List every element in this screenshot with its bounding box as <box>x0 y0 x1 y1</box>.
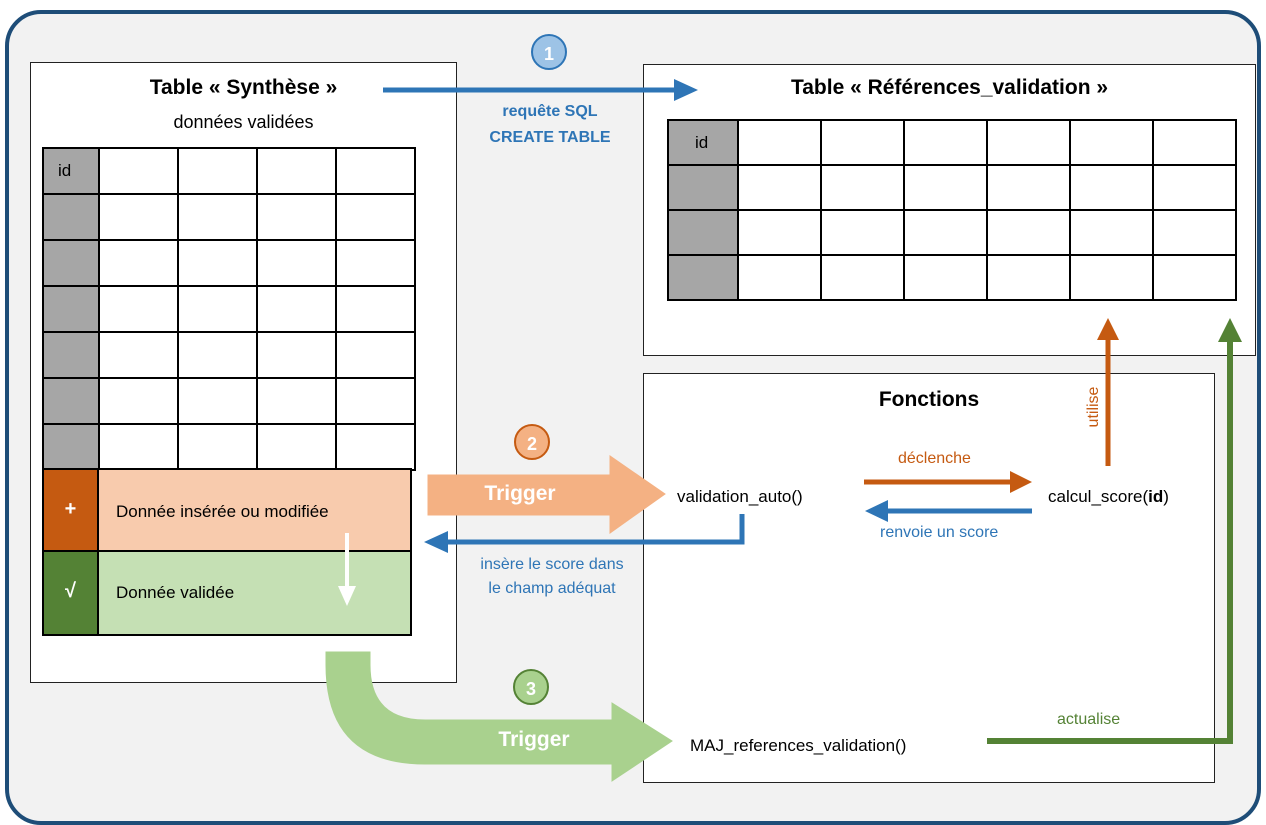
calcul-score-function: calcul_score(id) <box>1048 487 1169 506</box>
arrows-layer <box>325 79 1242 782</box>
insere-line1: insère le score dans <box>480 556 624 573</box>
actualise-arrow <box>987 318 1242 744</box>
declenche-arrow <box>864 471 1032 493</box>
trigger-arrow-3 <box>325 651 673 782</box>
validated-sign-cell <box>42 550 99 636</box>
plus-sign: + <box>64 498 77 520</box>
utilise-arrow <box>1097 318 1119 466</box>
create-table-line1: requête SQL <box>502 103 598 120</box>
step-1-badge: 1 <box>531 34 567 70</box>
renvoie-arrow <box>865 500 1032 522</box>
validation-auto-function: validation_auto() <box>677 487 803 506</box>
trigger-2-label: Trigger <box>484 482 556 505</box>
synthese-subtitle: données validées <box>173 112 314 132</box>
insere-label: insère le score dans le champ adéquat <box>452 553 652 601</box>
validation-down-arrow <box>338 533 356 606</box>
utilise-label: utilise <box>1085 386 1102 428</box>
inserted-row <box>42 468 412 552</box>
synthese-id-header: id <box>58 161 72 180</box>
references-id-header: id <box>695 132 709 152</box>
create-table-label: requête SQL CREATE TABLE <box>455 99 645 151</box>
synthese-title: Table « Synthèse » <box>149 76 338 99</box>
maj-references-function: MAJ_references_validation() <box>690 736 907 755</box>
trigger-arrow-2 <box>427 455 666 534</box>
create-table-arrow <box>383 79 698 101</box>
fonctions-panel <box>643 373 1215 783</box>
declenche-label: déclenche <box>898 450 971 467</box>
inserted-sign-cell <box>42 468 99 552</box>
insere-score-arrow <box>424 514 745 553</box>
trigger-3-label: Trigger <box>498 728 570 751</box>
create-table-line2: CREATE TABLE <box>489 129 611 146</box>
fonctions-title: Fonctions <box>878 388 980 411</box>
insere-line2: le champ adéquat <box>488 580 616 597</box>
check-sign: √ <box>65 580 76 602</box>
synthese-table: id <box>42 147 416 471</box>
validated-label: Donnée validée <box>116 583 235 602</box>
step-2-badge: 2 <box>514 424 550 460</box>
actualise-label: actualise <box>1057 711 1121 728</box>
step-3-badge: 3 <box>513 669 549 705</box>
inserted-label: Donnée insérée ou modifiée <box>116 502 329 521</box>
renvoie-label: renvoie un score <box>880 524 999 541</box>
references-title: Table « Références_validation » <box>790 76 1109 99</box>
references-table: id <box>667 119 1237 301</box>
